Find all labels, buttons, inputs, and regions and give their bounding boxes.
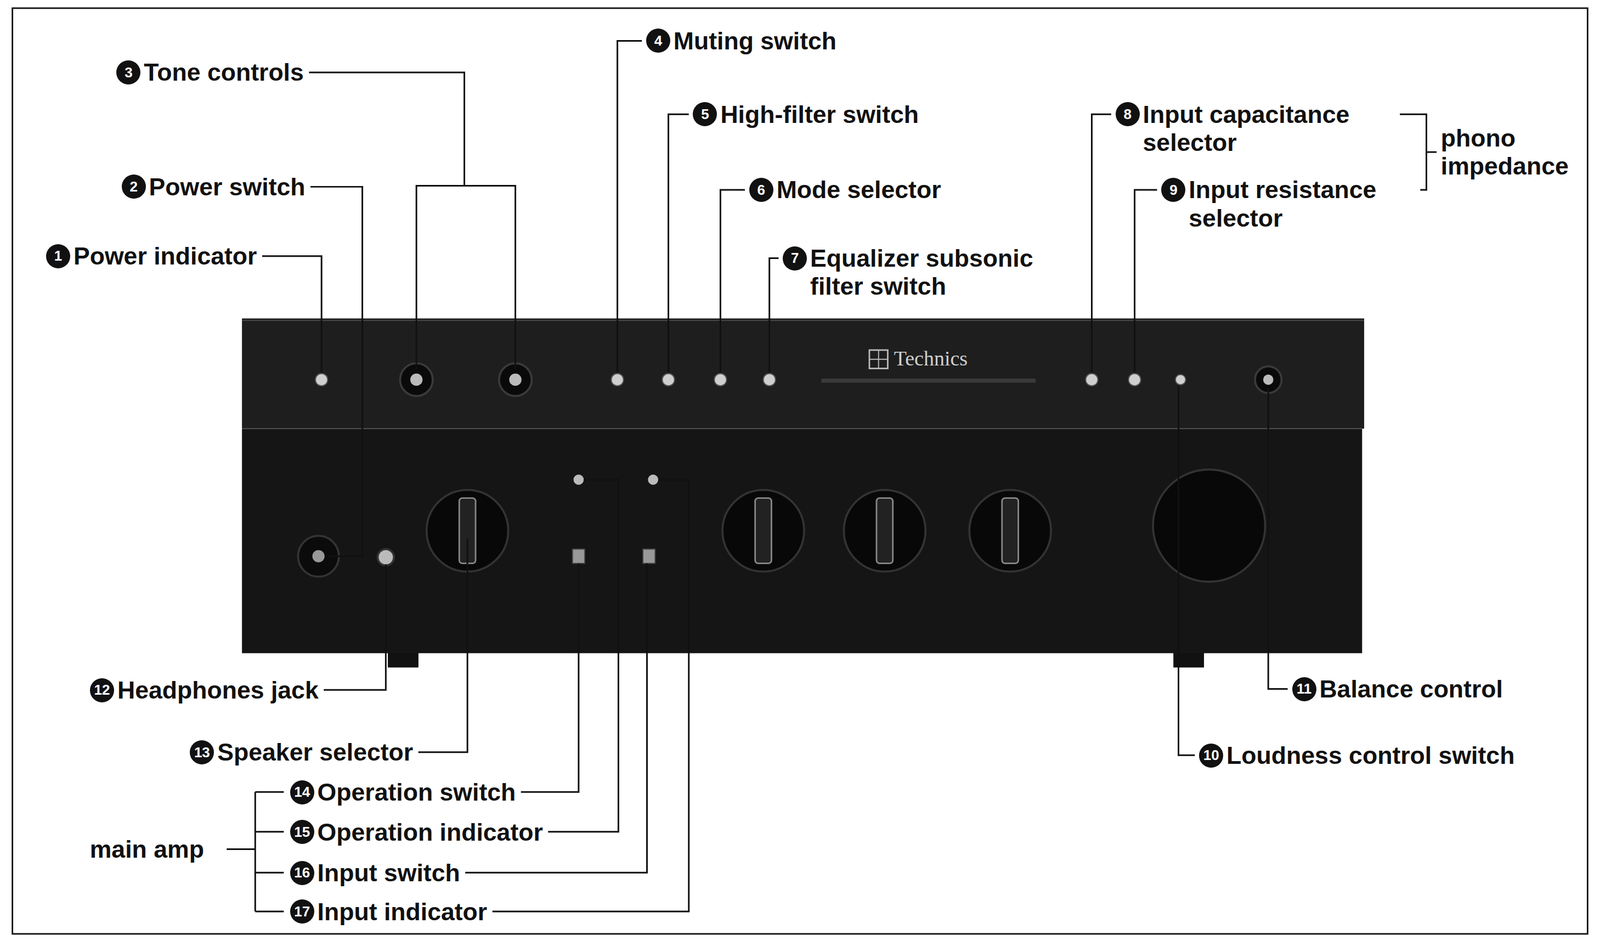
leader-line xyxy=(617,40,643,372)
leader-line xyxy=(492,479,689,912)
brackets xyxy=(226,114,1437,912)
callout-number: 1 xyxy=(46,244,71,269)
leader-line xyxy=(262,256,322,373)
part-name: Balance control xyxy=(1319,674,1503,703)
callout-number: 9 xyxy=(1161,177,1186,202)
callout-number: 15 xyxy=(290,819,315,844)
callout-number: 12 xyxy=(89,677,115,703)
callout-number: 16 xyxy=(290,860,315,885)
callout-number: 14 xyxy=(290,779,315,805)
part-name: Headphones jack xyxy=(117,675,319,704)
part-name: Input capacitance selector xyxy=(1143,100,1378,157)
brand-name: Technics xyxy=(894,346,969,371)
leader-line xyxy=(668,114,689,373)
frame xyxy=(12,8,1588,934)
callout-number: 8 xyxy=(1115,102,1140,127)
leader-line xyxy=(521,563,579,793)
part-name: High-filter switch xyxy=(720,100,919,129)
part-name: Speaker selector xyxy=(217,737,414,766)
leader-line xyxy=(720,189,745,373)
part-name: Input resistance selector xyxy=(1188,175,1424,233)
leader-line xyxy=(1134,189,1158,373)
part-name: Power switch xyxy=(149,172,306,201)
callout-number: 7 xyxy=(782,246,807,271)
group-label: phono impedance xyxy=(1440,123,1588,181)
leader-line xyxy=(323,564,386,691)
leader-line xyxy=(769,258,779,373)
part-name: Power indicator xyxy=(73,241,258,270)
front-panel xyxy=(241,318,1365,667)
part-name: Loudness control switch xyxy=(1226,741,1515,770)
part-name: Operation indicator xyxy=(317,817,544,846)
leader-line xyxy=(1268,387,1288,689)
part-name: Operation switch xyxy=(317,777,517,806)
leader-line xyxy=(547,479,619,832)
callout-number: 13 xyxy=(189,739,214,765)
callout-number: 6 xyxy=(749,177,774,202)
callout-number: 4 xyxy=(646,28,671,53)
part-name: Equalizer subsonic filter switch xyxy=(810,244,1067,301)
leader-line xyxy=(310,186,363,556)
leader-line xyxy=(308,72,465,186)
leader-line xyxy=(1091,114,1111,373)
leader-line xyxy=(1178,385,1196,755)
part-name: Muting switch xyxy=(673,26,837,55)
part-name: Input switch xyxy=(317,858,461,887)
callout-number: 3 xyxy=(116,60,141,85)
part-name: Input indicator xyxy=(317,897,488,926)
leader-line xyxy=(418,538,468,753)
callout-number: 17 xyxy=(290,899,315,924)
group-label: main amp xyxy=(89,834,205,863)
part-name: Mode selector xyxy=(776,175,942,204)
callout-number: 10 xyxy=(1199,743,1224,768)
part-name: Tone controls xyxy=(143,58,304,87)
callout-number: 2 xyxy=(121,174,146,199)
callout-number: 11 xyxy=(1292,676,1317,701)
callout-number: 5 xyxy=(692,102,717,127)
